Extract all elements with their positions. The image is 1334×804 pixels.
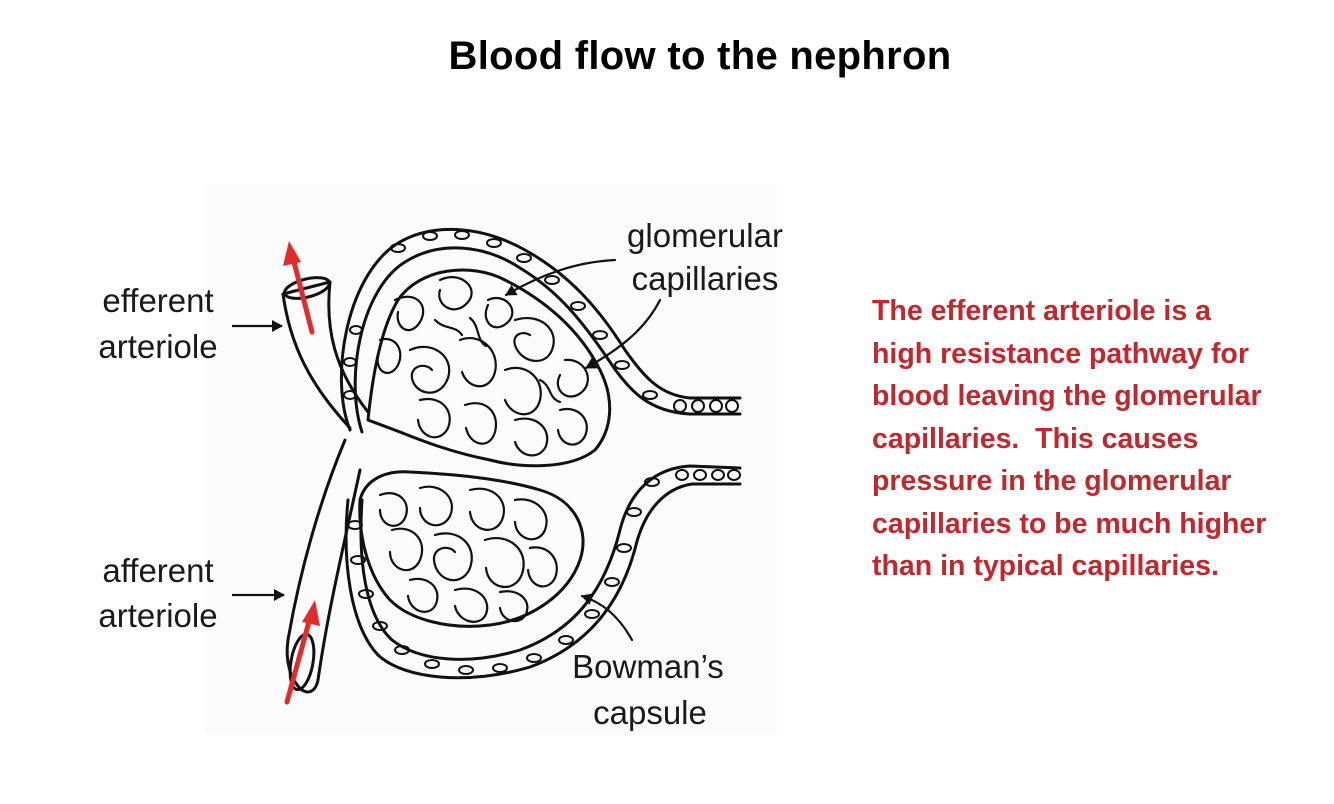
explanation-line-3: blood leaving the glomerular: [872, 380, 1262, 412]
efferent-arteriole-vessel: [281, 276, 370, 430]
explanation-line-7: than in typical capillaries.: [872, 550, 1219, 582]
bowmans-pointer-arrow: [580, 593, 634, 642]
label-efferent-arteriole: arteriole: [98, 328, 217, 365]
glomerular-pointer-arrow: [504, 258, 617, 297]
capillaries-pointer-arrow: [584, 298, 662, 370]
label-glomerular: glomerular: [627, 217, 783, 254]
label-capillaries: capillaries: [632, 260, 779, 297]
glomerular-capillary-tuft-lower: [358, 470, 585, 628]
afferent-arteriole-vessel: [285, 438, 362, 694]
label-efferent: efferent: [102, 282, 213, 319]
page-title: Blood flow to the nephron: [448, 34, 952, 78]
label-capsule: capsule: [593, 694, 707, 731]
explanation-line-1: The efferent arteriole is a: [872, 295, 1211, 327]
label-bowmans: Bowman’s: [572, 648, 724, 685]
label-afferent: afferent: [102, 552, 213, 589]
bowmans-capsule-wall: [339, 228, 742, 680]
label-afferent-arteriole: arteriole: [98, 597, 217, 634]
afferent-flow-arrow: [284, 600, 320, 705]
efferent-flow-arrow: [283, 241, 315, 335]
explanation-line-4: capillaries. This causes: [872, 422, 1199, 455]
explanation-line-2: high resistance pathway for: [872, 337, 1249, 370]
explanation-line-6: capillaries to be much higher: [872, 507, 1267, 540]
explanation-text: The efferent arteriole is a high resista…: [872, 290, 1322, 588]
explanation-line-5: pressure in the glomerular: [872, 465, 1232, 497]
